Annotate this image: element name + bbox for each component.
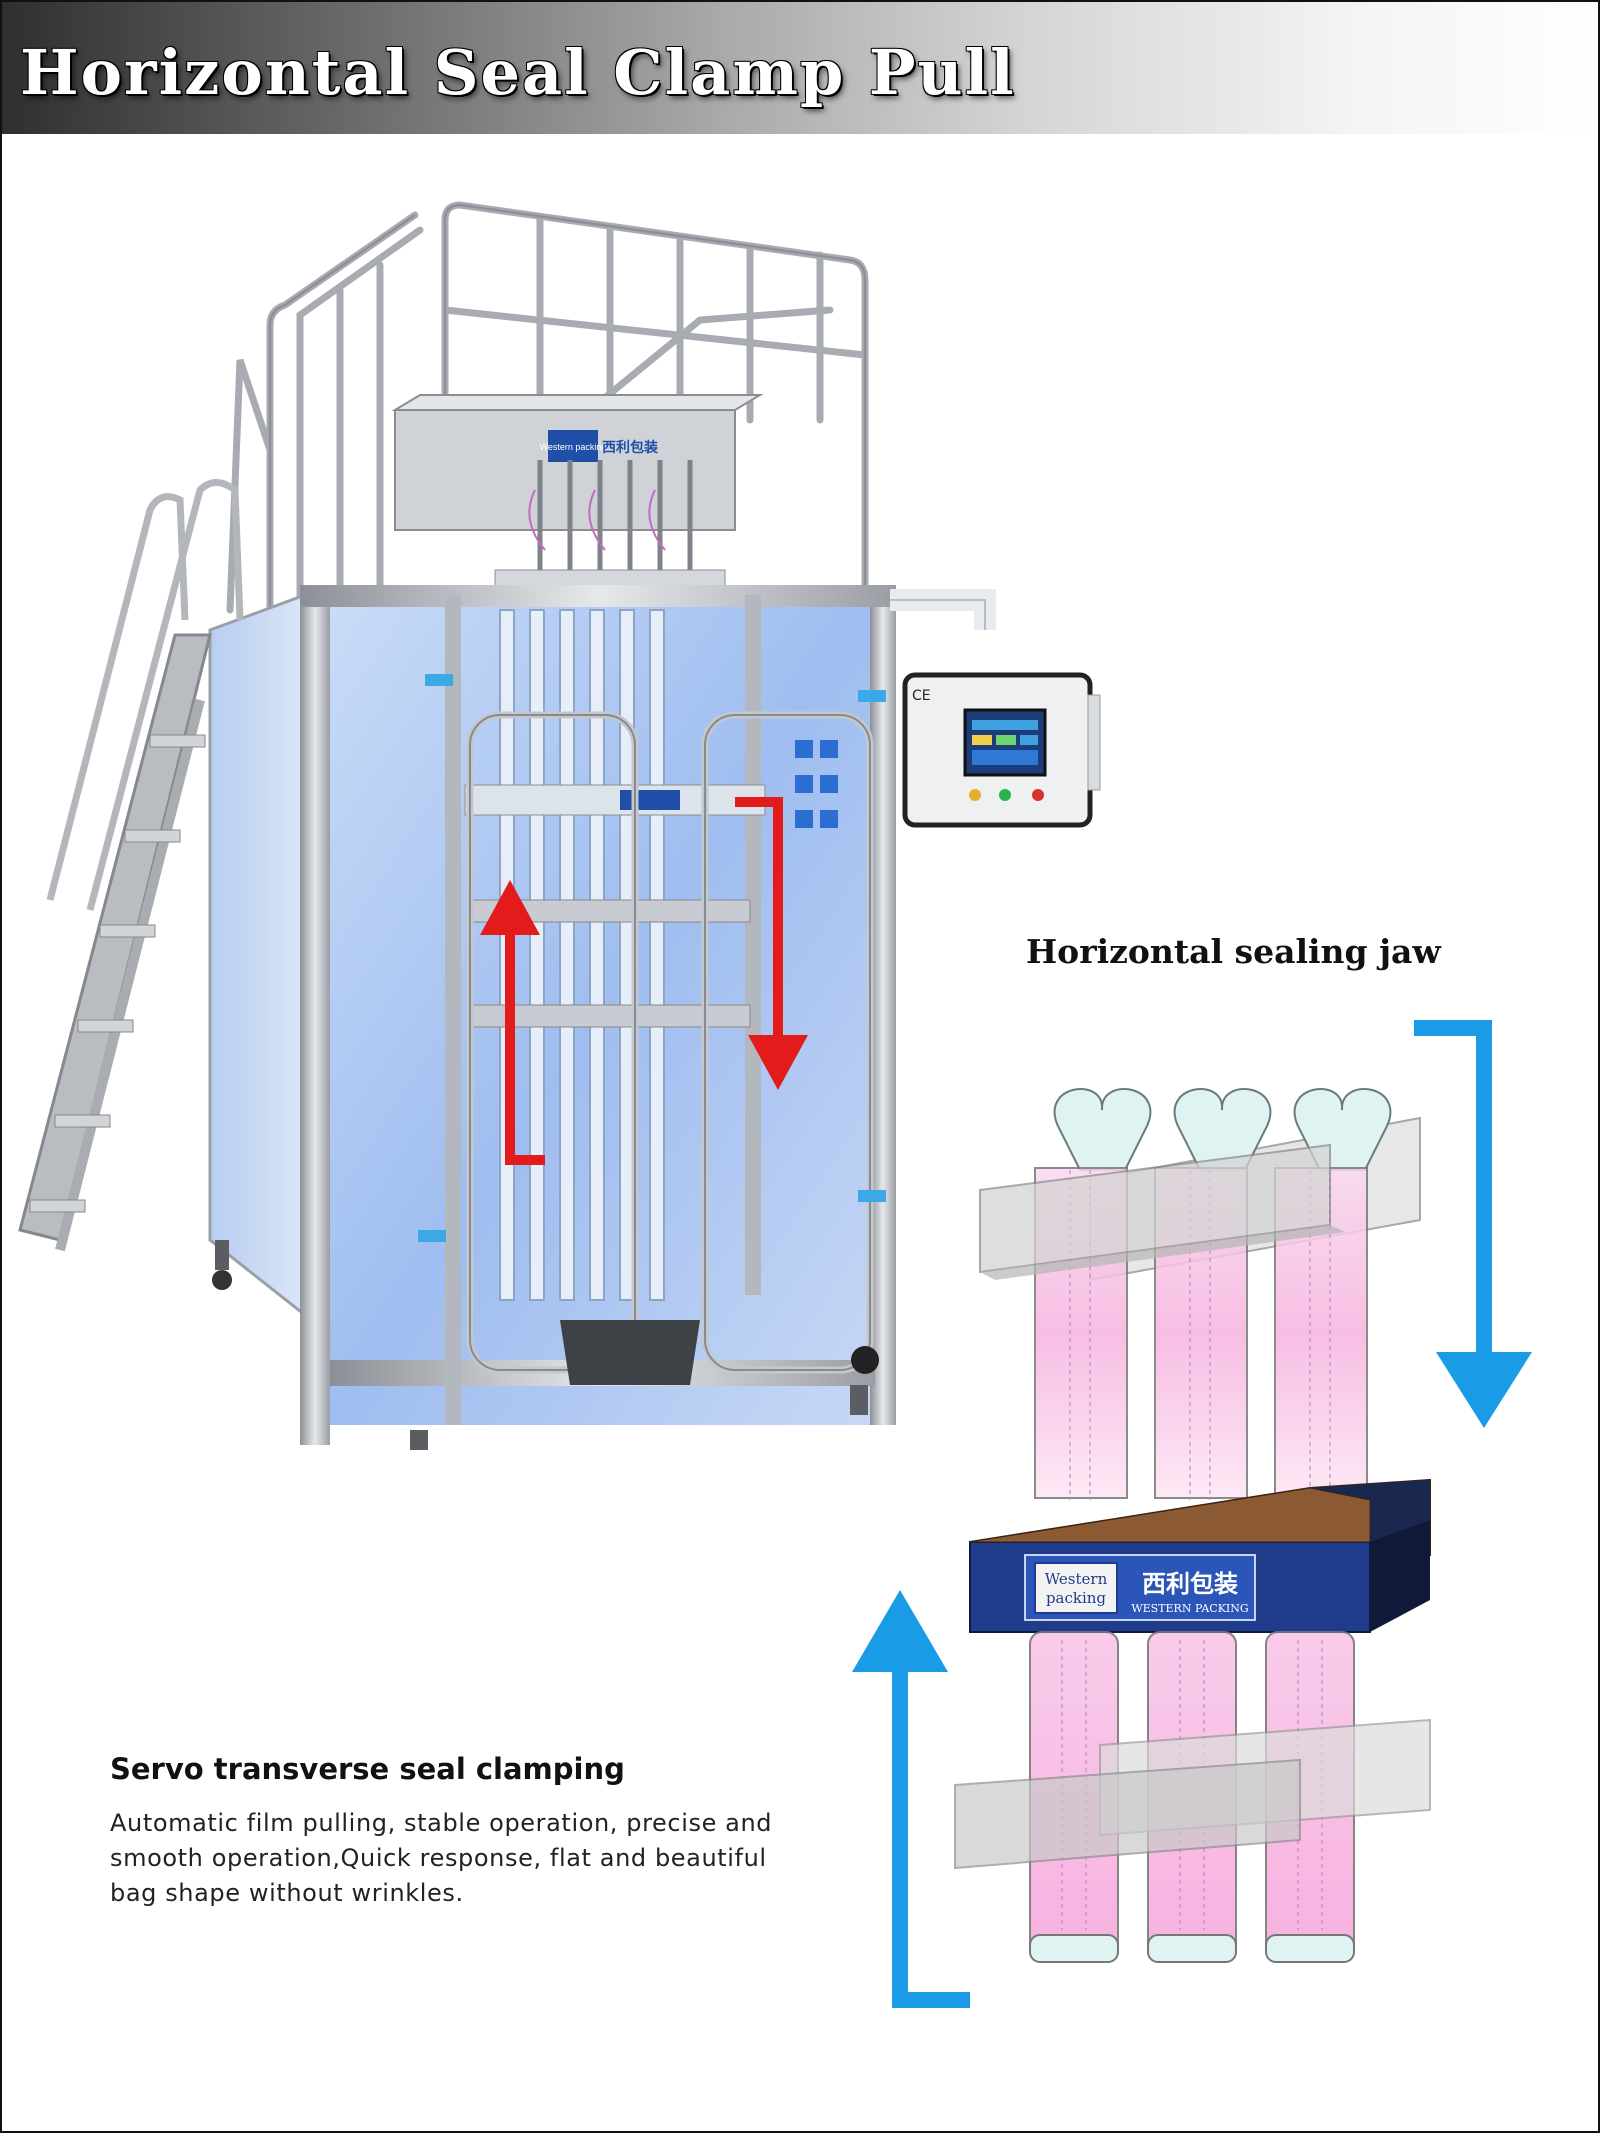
side-control-buttons — [795, 740, 838, 828]
jaw-label: Horizontal sealing jaw — [1026, 932, 1441, 971]
bag-heart-tops — [1053, 1088, 1392, 1171]
red-down-arrow-head — [748, 1035, 808, 1090]
jaw-brand-sub: WESTERN PACKING — [1131, 1602, 1248, 1615]
red-up-arrow-head — [480, 880, 540, 935]
jaw-brand-line2: packing — [1046, 1589, 1106, 1607]
packing-machine-illustration: Western packing 西利包装 — [18, 201, 1101, 1450]
door-clips — [418, 674, 886, 1242]
filler-tank: Western packing 西利包装 — [391, 394, 764, 531]
jaw-brand-cn: 西利包装 — [1142, 1570, 1238, 1598]
access-ladder — [18, 479, 244, 1252]
feature-description: Automatic film pulling, stable operation… — [110, 1809, 773, 1907]
ce-mark: CE — [912, 688, 931, 704]
hmi-touch-panel: CE — [890, 589, 1101, 828]
filler-brand-cn: 西利包装 — [602, 439, 659, 456]
sealing-jaw-diagram: Western packing 西利包装 WESTERN PACKING — [852, 1020, 1532, 2008]
vertical-motion-arrows — [505, 797, 783, 1165]
dosing-pumps — [537, 460, 693, 590]
feature-title: Servo transverse seal clamping — [110, 1752, 625, 1786]
machine-base — [212, 1240, 879, 1450]
jaw-brand-line1: Western — [1045, 1570, 1108, 1588]
blue-up-arrow — [852, 1590, 970, 2008]
filler-brand: Western packing — [540, 442, 607, 452]
title-bar: Horizontal Seal Clamp Pull — [2, 2, 1598, 134]
blue-down-arrow — [1414, 1020, 1532, 1428]
sealing-jaw-block: Western packing 西利包装 WESTERN PACKING — [969, 1478, 1431, 1633]
page-title: Horizontal Seal Clamp Pull — [20, 36, 1016, 109]
